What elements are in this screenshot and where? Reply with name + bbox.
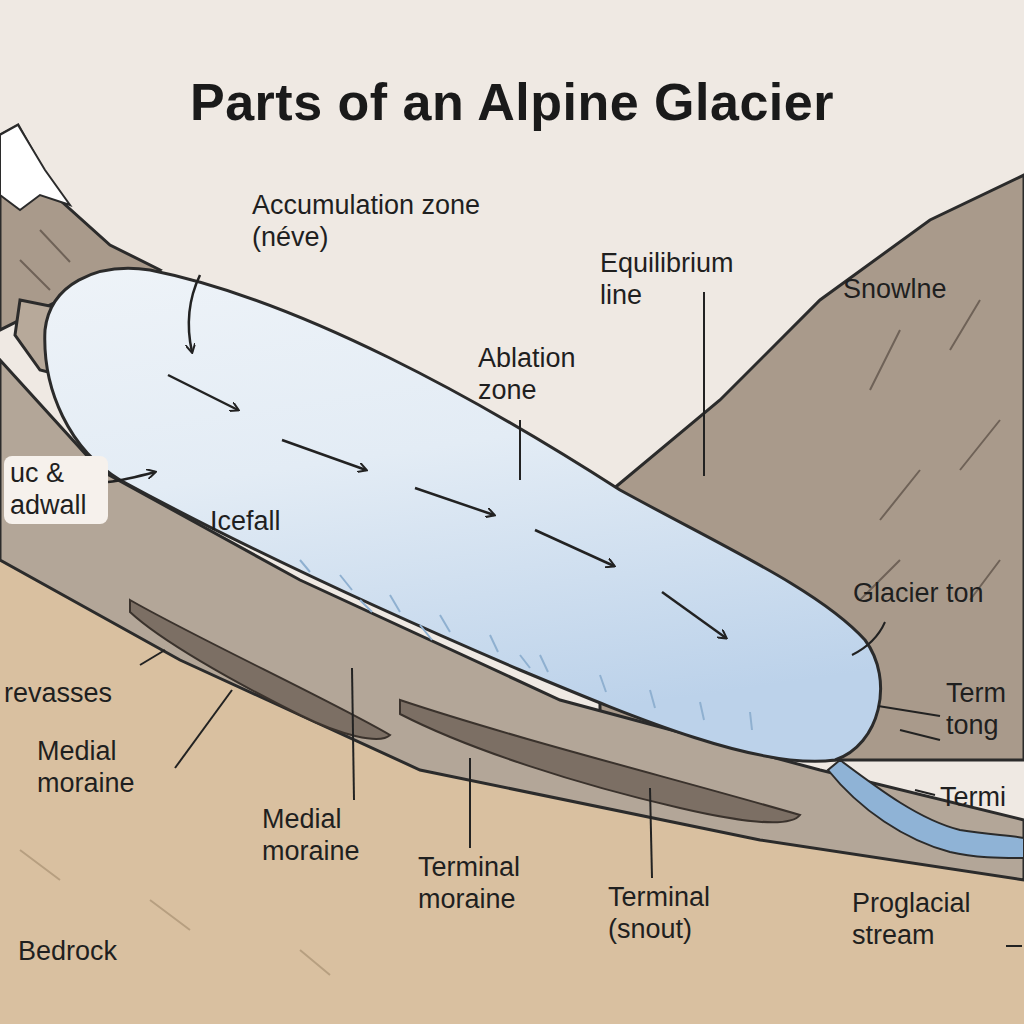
part-label: Terminal moraine <box>418 852 568 916</box>
part-label: Accumulation zone (néve) <box>252 190 484 254</box>
part-label: Proglacial stream <box>852 888 1008 952</box>
part-label: Snowlne <box>843 274 947 306</box>
diagram-title: Parts of an Alpine Glacier <box>190 72 834 132</box>
part-label: Term tong <box>946 678 1018 742</box>
part-label: Equilibrium line <box>600 248 780 312</box>
part-label: Termi <box>940 782 1006 814</box>
part-label: Icefall <box>210 506 281 538</box>
part-label: Medial moraine <box>262 804 412 868</box>
part-label: Terminal (snout) <box>608 882 758 946</box>
part-label: Glacier ton <box>853 578 984 610</box>
part-label: Ablation zone <box>478 343 628 407</box>
part-label: revasses <box>4 678 112 710</box>
part-label: Bedrock <box>18 936 117 968</box>
part-label: uc & adwall <box>4 456 108 524</box>
part-label: Medial moraine <box>37 736 187 800</box>
